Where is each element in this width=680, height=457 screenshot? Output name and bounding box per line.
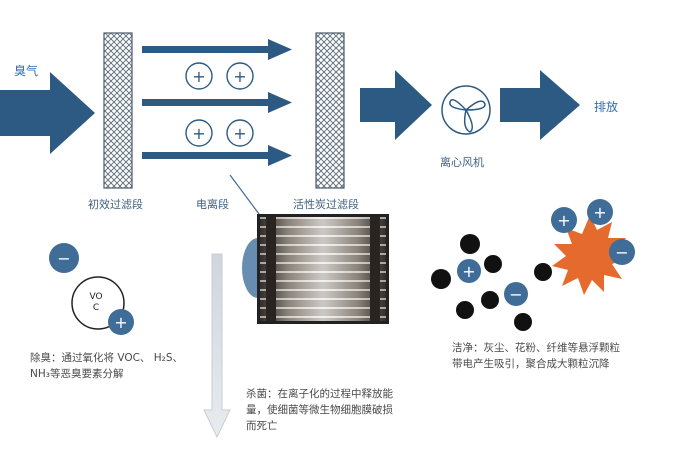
plus-ion-spiky-2: [587, 199, 613, 225]
dust-particles: [431, 234, 552, 331]
label-activated-carbon: 活性炭过滤段: [293, 198, 359, 211]
inlet-arrow: [0, 72, 95, 154]
minus-ion-spiky: [609, 239, 635, 265]
minus-symbol: −: [57, 249, 70, 268]
plus-symbol: +: [593, 203, 606, 222]
middle-arrow: [360, 70, 432, 140]
exhaust-arrow: [500, 70, 580, 140]
deodorize-line-2: NH₃等恶臭要素分解: [30, 368, 124, 380]
deodorize-line-1: 除臭：通过氧化将 VOC、 H₂S、: [30, 352, 184, 364]
fan-icon: [441, 85, 491, 135]
ionization-plus-circles: [185, 62, 254, 147]
purify-description: 洁净：灰尘、花粉、纤维等悬浮颗粒 带电产生吸引，聚合成大颗粒沉降: [452, 340, 620, 372]
sterilize-arrow: [203, 253, 231, 439]
flow-arrows: [142, 39, 292, 166]
sterilize-line-2: 量，使细菌等微生物细胞膜破损: [246, 404, 393, 416]
purify-line-1: 洁净：灰尘、花粉、纤维等悬浮颗粒: [452, 342, 620, 354]
sterilize-line-1: 杀菌：在离子化的过程中释放能: [246, 388, 393, 400]
plus-symbol: +: [462, 262, 475, 281]
label-pre-filter: 初效过滤段: [88, 198, 143, 211]
plus-symbol: +: [192, 124, 205, 143]
voc-label-line2: C: [93, 303, 99, 313]
pre-filter-mesh: [103, 32, 133, 189]
label-odor-in: 臭气: [14, 64, 39, 78]
photo-bars: [260, 217, 386, 321]
plus-symbol: +: [114, 313, 127, 332]
activated-carbon-mesh: [315, 32, 345, 189]
deodorize-description: 除臭：通过氧化将 VOC、 H₂S、 NH₃等恶臭要素分解: [30, 350, 183, 382]
voc-label-line1: VO: [89, 292, 102, 302]
photo-frame-right: [370, 217, 380, 321]
plus-symbol: +: [192, 67, 205, 86]
ionization-photo: [257, 214, 389, 324]
photo-frame-left: [266, 217, 276, 321]
plus-ion-spiky-1: [551, 207, 577, 233]
plus-symbol: +: [233, 67, 246, 86]
plus-ion-voc: [108, 309, 134, 335]
sterilize-line-3: 而死亡: [246, 420, 278, 432]
minus-symbol: −: [509, 285, 522, 304]
plus-symbol: +: [233, 124, 246, 143]
label-centrifugal-fan: 离心风机: [440, 156, 484, 169]
label-exhaust: 排放: [594, 100, 619, 114]
plus-symbol: +: [557, 211, 570, 230]
sterilize-description: 杀菌：在离子化的过程中释放能 量，使细菌等微生物细胞膜破损 而死亡: [246, 386, 393, 434]
minus-ion-dust: [504, 282, 528, 306]
label-ionization: 电离段: [196, 198, 229, 211]
minus-symbol: −: [615, 243, 628, 262]
spiky-particle: [552, 215, 630, 295]
plus-ion-dust: [457, 259, 481, 283]
minus-ion-left: [49, 243, 79, 273]
purify-line-2: 带电产生吸引，聚合成大颗粒沉降: [452, 358, 610, 370]
callout-line: [229, 174, 263, 219]
